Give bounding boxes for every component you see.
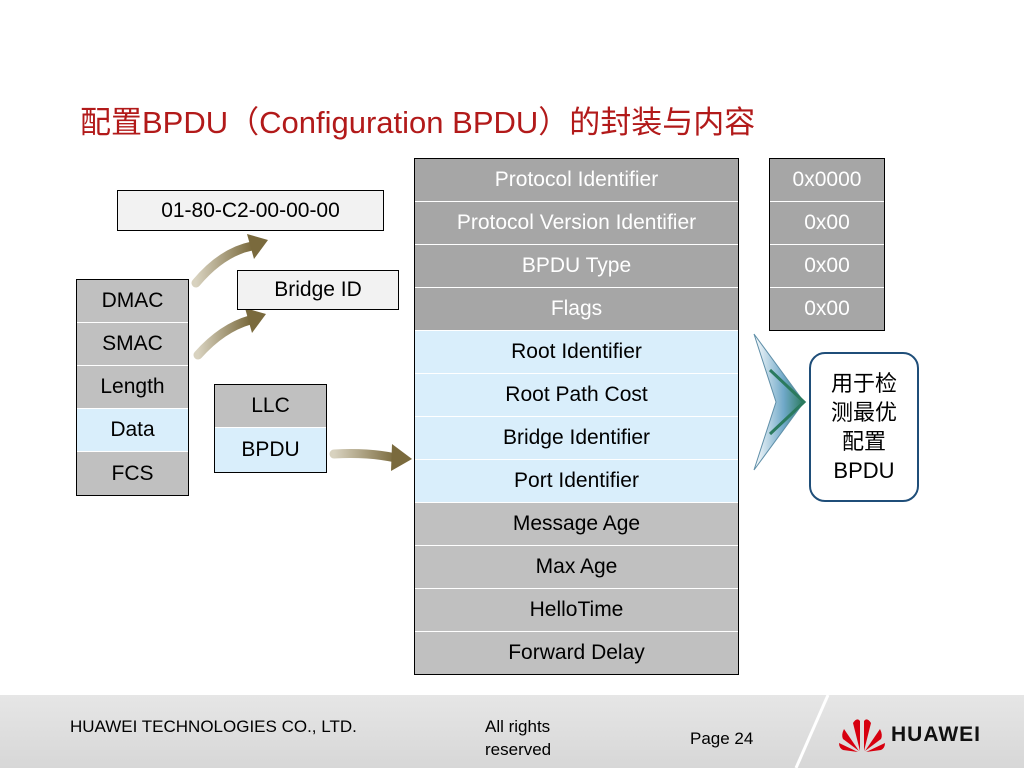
value-bpdu-type: 0x00 bbox=[770, 245, 884, 288]
bpdu-field-bridge-identifier: Bridge Identifier bbox=[415, 417, 738, 460]
huawei-logo-icon bbox=[839, 719, 885, 752]
bpdu-field-root-path-cost: Root Path Cost bbox=[415, 374, 738, 417]
huawei-wordmark: HUAWEI bbox=[891, 723, 981, 746]
llc-field-llc: LLC bbox=[215, 385, 326, 428]
frame-field-smac: SMAC bbox=[77, 323, 188, 366]
callout-line-2: 测最优 bbox=[830, 400, 897, 425]
footer-divider bbox=[794, 695, 830, 768]
chevron-arrow-icon bbox=[753, 333, 807, 471]
arrow-to-bridge-id bbox=[193, 308, 266, 360]
bpdu-field-forward-delay: Forward Delay bbox=[415, 632, 738, 674]
bpdu-fields-table: Protocol Identifier Protocol Version Ide… bbox=[414, 158, 739, 675]
callout-line-1: 用于检 bbox=[830, 371, 897, 396]
arrow-to-bpdu-fields bbox=[329, 444, 412, 471]
dest-mac-address: 01-80-C2-00-00-00 bbox=[117, 190, 384, 231]
llc-field-bpdu: BPDU bbox=[215, 428, 326, 472]
bpdu-field-message-age: Message Age bbox=[415, 503, 738, 546]
callout-line-3: 配置 bbox=[841, 429, 886, 454]
bpdu-field-port-identifier: Port Identifier bbox=[415, 460, 738, 503]
best-bpdu-callout: 用于检 测最优 配置 BPDU bbox=[809, 352, 919, 502]
bpdu-field-flags: Flags bbox=[415, 288, 738, 331]
bpdu-field-protocol-version: Protocol Version Identifier bbox=[415, 202, 738, 245]
frame-field-fcs: FCS bbox=[77, 452, 188, 495]
ethernet-frame-table: DMAC SMAC Length Data FCS bbox=[76, 279, 189, 496]
page-title: 配置BPDU（Configuration BPDU）的封装与内容 bbox=[80, 105, 756, 140]
footer-rights: All rights reserved bbox=[485, 717, 552, 759]
footer-page-number: Page 24 bbox=[690, 729, 754, 748]
footer-company: HUAWEI TECHNOLOGIES CO., LTD. bbox=[70, 717, 357, 736]
bpdu-field-bpdu-type: BPDU Type bbox=[415, 245, 738, 288]
bpdu-field-hellotime: HelloTime bbox=[415, 589, 738, 632]
frame-field-length: Length bbox=[77, 366, 188, 409]
slide-footer: HUAWEI TECHNOLOGIES CO., LTD. All rights… bbox=[0, 695, 1024, 768]
bpdu-field-max-age: Max Age bbox=[415, 546, 738, 589]
value-protocol-identifier: 0x0000 bbox=[770, 159, 884, 202]
bpdu-field-root-identifier: Root Identifier bbox=[415, 331, 738, 374]
callout-line-4: BPDU bbox=[833, 458, 895, 483]
bridge-id-label: Bridge ID bbox=[237, 270, 399, 310]
llc-table: LLC BPDU bbox=[214, 384, 327, 473]
value-flags: 0x00 bbox=[770, 288, 884, 330]
bpdu-field-protocol-identifier: Protocol Identifier bbox=[415, 159, 738, 202]
frame-field-data: Data bbox=[77, 409, 188, 452]
frame-field-dmac: DMAC bbox=[77, 280, 188, 323]
arrow-to-mac bbox=[191, 234, 268, 288]
value-protocol-version: 0x00 bbox=[770, 202, 884, 245]
field-values-table: 0x0000 0x00 0x00 0x00 bbox=[769, 158, 885, 331]
